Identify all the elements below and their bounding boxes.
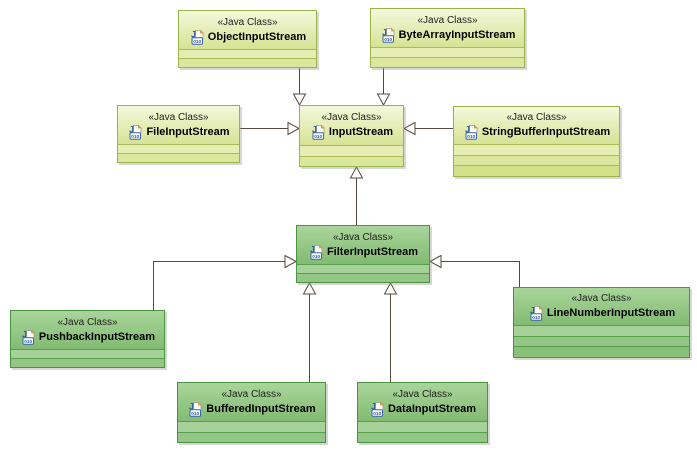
java-class-icon: J 010 xyxy=(191,29,204,45)
class-node-pushbackinputstream[interactable]: «Java Class» J 010 PushbackInputStream xyxy=(10,310,165,368)
generalization-pushbackinputstream-to-filterinputstream[interactable] xyxy=(153,254,298,311)
svg-text:010: 010 xyxy=(193,39,201,45)
svg-text:010: 010 xyxy=(24,339,32,345)
class-name: StringBufferInputStream xyxy=(481,126,611,138)
svg-text:J: J xyxy=(191,29,196,39)
operations-compartment[interactable] xyxy=(179,59,316,67)
svg-text:J: J xyxy=(530,306,535,316)
svg-text:J: J xyxy=(189,401,194,411)
generalization-linenumberinputstream-to-filterinputstream[interactable] xyxy=(428,254,520,288)
operations-compartment[interactable] xyxy=(358,432,487,442)
stereotype-label: «Java Class» xyxy=(417,14,478,26)
class-node-bytearrayinputstream[interactable]: «Java Class» J 010 ByteArrayInputStream xyxy=(370,8,525,68)
attributes-compartment[interactable] xyxy=(514,326,689,337)
svg-text:J: J xyxy=(312,125,317,135)
generalization-datainputstream-to-filterinputstream[interactable] xyxy=(383,281,398,382)
class-node-fileinputstream[interactable]: «Java Class» J 010 FileInputStream xyxy=(117,105,240,163)
svg-text:J: J xyxy=(382,27,387,37)
svg-text:010: 010 xyxy=(467,134,475,140)
generalization-bufferedinputstream-to-filterinputstream[interactable] xyxy=(302,281,317,382)
svg-text:J: J xyxy=(371,401,376,411)
class-name: BufferedInputStream xyxy=(206,402,316,415)
operations-compartment[interactable] xyxy=(11,359,164,367)
operations-compartment[interactable] xyxy=(514,336,689,348)
attributes-compartment[interactable] xyxy=(118,145,239,154)
svg-text:010: 010 xyxy=(312,254,320,260)
attributes-compartment[interactable] xyxy=(358,422,487,433)
operations-compartment[interactable] xyxy=(371,58,524,67)
attributes-compartment[interactable] xyxy=(454,145,619,156)
operations-compartment[interactable] xyxy=(454,155,619,167)
extra-compartment[interactable] xyxy=(514,347,689,358)
class-node-filterinputstream[interactable]: «Java Class» J 010 FilterInputStream xyxy=(296,225,430,283)
svg-text:010: 010 xyxy=(373,411,381,417)
java-class-icon: J 010 xyxy=(312,125,325,140)
class-node-bufferedinputstream[interactable]: «Java Class» J 010 BufferedInputStream xyxy=(177,382,326,443)
svg-text:010: 010 xyxy=(132,134,140,140)
attributes-compartment[interactable] xyxy=(300,146,403,157)
stereotype-label: «Java Class» xyxy=(332,231,394,243)
java-class-icon: J 010 xyxy=(22,329,35,345)
java-class-icon: J 010 xyxy=(465,125,478,140)
extra-compartment[interactable] xyxy=(454,166,619,177)
class-name: ObjectInputStream xyxy=(207,30,307,43)
generalization-filterinputstream-to-inputstream[interactable] xyxy=(349,165,364,225)
attributes-compartment[interactable] xyxy=(179,50,316,59)
class-name: InputStream xyxy=(328,126,394,138)
java-class-icon: J 010 xyxy=(310,244,323,260)
class-name: FilterInputStream xyxy=(326,245,419,258)
operations-compartment[interactable] xyxy=(300,156,403,166)
java-class-icon: J 010 xyxy=(382,27,395,43)
svg-text:010: 010 xyxy=(532,315,540,321)
svg-text:J: J xyxy=(129,124,134,134)
class-node-linenumberinputstream[interactable]: «Java Class» J 010 LineNumberInputStream xyxy=(513,287,690,358)
svg-text:J: J xyxy=(465,125,470,135)
class-name: ByteArrayInputStream xyxy=(398,28,516,41)
operations-compartment[interactable] xyxy=(178,432,325,442)
svg-text:010: 010 xyxy=(191,411,199,417)
class-node-datainputstream[interactable]: «Java Class» J 010 DataInputStream xyxy=(357,382,488,443)
generalization-objectinputstream-to-inputstream[interactable] xyxy=(292,68,307,107)
class-name: PushbackInputStream xyxy=(38,330,156,343)
attributes-compartment[interactable] xyxy=(297,265,429,274)
attributes-compartment[interactable] xyxy=(371,48,524,58)
stereotype-label: «Java Class» xyxy=(148,111,209,123)
stereotype-label: «Java Class» xyxy=(571,293,632,304)
operations-compartment[interactable] xyxy=(118,154,239,162)
generalization-fileinputstream-to-inputstream[interactable] xyxy=(240,121,301,136)
class-node-stringbufferinputstream[interactable]: «Java Class» J 010 StringBufferInputStre… xyxy=(453,106,620,177)
java-class-icon: J 010 xyxy=(189,401,203,417)
attributes-compartment[interactable] xyxy=(11,350,164,359)
stereotype-label: «Java Class» xyxy=(392,388,453,400)
java-class-icon: J 010 xyxy=(129,124,143,140)
svg-text:010: 010 xyxy=(384,37,392,43)
stereotype-label: «Java Class» xyxy=(57,316,118,328)
java-class-icon: J 010 xyxy=(530,306,543,321)
attributes-compartment[interactable] xyxy=(178,422,325,433)
operations-compartment[interactable] xyxy=(297,274,429,282)
generalization-stringbufferinputstream-to-inputstream[interactable] xyxy=(402,121,453,136)
class-node-objectinputstream[interactable]: «Java Class» J 010 ObjectInputStream xyxy=(178,10,317,68)
stereotype-label: «Java Class» xyxy=(217,16,278,28)
class-name: LineNumberInputStream xyxy=(546,307,676,319)
generalization-bytearrayinputstream-to-inputstream[interactable] xyxy=(376,68,391,107)
svg-text:J: J xyxy=(310,244,315,254)
java-class-icon: J 010 xyxy=(371,401,384,417)
stereotype-label: «Java Class» xyxy=(506,112,567,123)
stereotype-label: «Java Class» xyxy=(321,112,382,123)
stereotype-label: «Java Class» xyxy=(221,388,282,400)
class-name: FileInputStream xyxy=(146,125,230,138)
class-name: DataInputStream xyxy=(387,402,477,415)
svg-text:010: 010 xyxy=(314,134,322,140)
svg-text:J: J xyxy=(22,329,27,339)
class-node-inputstream[interactable]: «Java Class» J 010 InputStream xyxy=(299,105,404,167)
